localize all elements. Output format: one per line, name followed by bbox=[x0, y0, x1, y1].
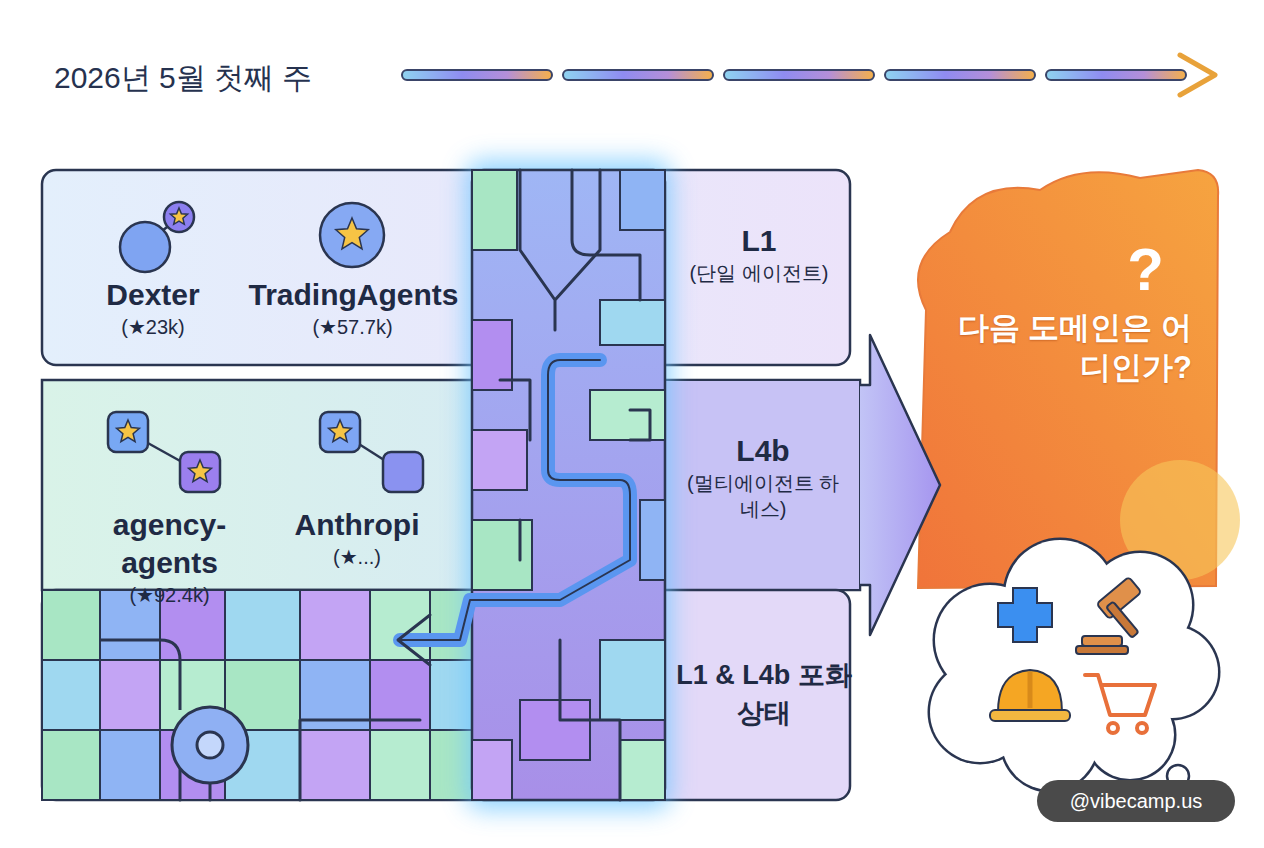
star-icon bbox=[170, 208, 187, 224]
star-icon bbox=[329, 420, 352, 442]
node-subtext: (★92.4k) bbox=[68, 582, 271, 608]
medical-cross-icon bbox=[998, 588, 1052, 642]
icon-circle bbox=[320, 203, 384, 267]
map-tile bbox=[472, 430, 527, 490]
map-tile bbox=[620, 170, 665, 230]
map-tile bbox=[472, 520, 532, 590]
icon-circle bbox=[164, 202, 194, 232]
node-heading: ? bbox=[940, 238, 1192, 302]
timeline-arrow bbox=[402, 55, 1215, 95]
node-subtext: 다음 도메인은 어디인가? bbox=[940, 308, 1192, 388]
node-heading: agency-agents bbox=[68, 506, 271, 582]
map-tile bbox=[370, 730, 430, 800]
map-tile bbox=[300, 590, 370, 660]
map-tile bbox=[590, 390, 665, 440]
map-tile bbox=[300, 730, 370, 800]
layer-band: L1 & L4b 포화 상태 bbox=[42, 590, 850, 800]
node-heading: TradingAgents bbox=[249, 276, 457, 314]
band-top bbox=[42, 170, 850, 365]
map-tile bbox=[430, 730, 472, 800]
domain-icons bbox=[990, 577, 1155, 733]
map-tile bbox=[100, 660, 160, 730]
map-pipes bbox=[180, 170, 650, 800]
star-icon bbox=[336, 218, 368, 249]
node-subtext: (멀티에이전트 하네스) bbox=[678, 470, 848, 522]
cart-icon bbox=[1085, 675, 1155, 733]
map-roundabout bbox=[100, 640, 248, 783]
map-tile bbox=[42, 660, 100, 730]
star-icon bbox=[189, 460, 212, 482]
icon-square bbox=[180, 452, 220, 492]
map-tile bbox=[472, 740, 512, 800]
map-tile bbox=[520, 700, 590, 760]
map-tile bbox=[370, 590, 430, 660]
map-texture bbox=[42, 590, 472, 800]
layer-band: L4b(멀티에이전트 하네스)agency-agents(★92.4k)Anth… bbox=[42, 380, 860, 590]
node-heading: Anthropi bbox=[288, 506, 426, 544]
band-label: L1(단일 에이전트) bbox=[674, 222, 844, 286]
map-tile bbox=[600, 640, 665, 720]
map-tile bbox=[620, 740, 665, 800]
icon-circle bbox=[120, 222, 170, 272]
band-label: L4b(멀티에이전트 하네스) bbox=[678, 432, 848, 522]
gavel-icon bbox=[1076, 577, 1142, 654]
band-mid bbox=[42, 380, 860, 590]
repo-node: Anthropi(★...) bbox=[282, 502, 432, 574]
band-mid-right bbox=[665, 381, 859, 589]
icon-square bbox=[108, 412, 148, 452]
band-label: L1 & L4b 포화 상태 bbox=[674, 656, 854, 732]
node-heading: L1 bbox=[674, 222, 844, 260]
node-subtext: (★23k) bbox=[84, 314, 222, 340]
node-heading: Dexter bbox=[84, 276, 222, 314]
band-bottom bbox=[42, 590, 850, 800]
map-tile bbox=[472, 170, 517, 250]
node-icons bbox=[108, 202, 423, 492]
node-heading: L4b bbox=[678, 432, 848, 470]
map-tile bbox=[600, 300, 665, 345]
map-tile bbox=[640, 500, 665, 580]
title: 2026년 5월 첫째 주 bbox=[54, 58, 312, 98]
map-tile bbox=[42, 590, 100, 660]
map-tile bbox=[430, 660, 472, 730]
map-tile bbox=[100, 730, 160, 800]
node-subtext: (★57.7k) bbox=[249, 314, 457, 340]
node-heading: L1 & L4b 포화 상태 bbox=[674, 656, 854, 732]
watermark: @vibecamp.us bbox=[1037, 780, 1235, 822]
icon-square bbox=[383, 452, 423, 492]
node-subtext: (★...) bbox=[288, 544, 426, 570]
node-subtext: (단일 에이전트) bbox=[674, 260, 844, 286]
hard-hat-icon bbox=[990, 670, 1070, 721]
icon-square bbox=[320, 412, 360, 452]
repo-node: agency-agents(★92.4k) bbox=[62, 502, 277, 612]
map-tile bbox=[42, 730, 100, 800]
repo-node: Dexter(★23k) bbox=[78, 272, 228, 344]
star-icon bbox=[117, 420, 140, 442]
layer-band: L1(단일 에이전트)Dexter(★23k)TradingAgents(★57… bbox=[42, 170, 850, 365]
map-tile bbox=[225, 590, 300, 660]
flow-arrow bbox=[860, 335, 940, 635]
repo-node: TradingAgents(★57.7k) bbox=[243, 272, 463, 344]
question-cloud-node: ?다음 도메인은 어디인가? bbox=[940, 238, 1210, 448]
thought-cloud bbox=[928, 538, 1221, 803]
